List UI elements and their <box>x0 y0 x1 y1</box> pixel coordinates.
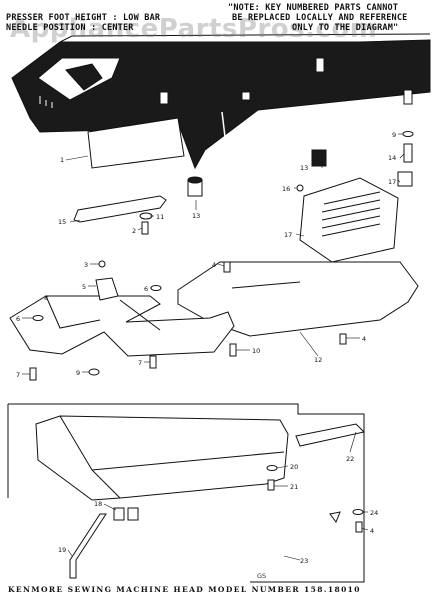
part-screw-16 <box>296 184 304 192</box>
callout-4: 4 <box>370 527 374 535</box>
part-case <box>35 415 289 501</box>
key-note-line2: BE REPLACED LOCALLY AND REFERENCE <box>232 13 408 23</box>
callout-13: 13 <box>192 212 200 220</box>
callout-3: 3 <box>84 261 88 269</box>
callout-22: 22 <box>346 455 354 463</box>
callout-13: 13 <box>300 164 308 172</box>
key-note-line1: "NOTE: KEY NUMBERED PARTS CANNOT <box>228 3 399 13</box>
callout-9: 9 <box>392 131 396 139</box>
callout-9: 9 <box>76 369 80 377</box>
page-code: GS <box>257 572 267 580</box>
model-footer: KENMORE SEWING MACHINE HEAD MODEL NUMBER… <box>8 585 361 594</box>
callout-10: 10 <box>252 347 260 355</box>
callout-18: 18 <box>94 500 102 508</box>
callout-4: 4 <box>362 335 366 343</box>
callout-4: 4 <box>212 261 216 269</box>
bed-scale <box>39 96 53 108</box>
callout-17: 17 <box>284 231 292 239</box>
part-handle <box>295 423 366 447</box>
part-wrench <box>69 513 107 579</box>
body-stud <box>315 57 325 73</box>
part-washer-top <box>402 131 414 137</box>
callout-21: 21 <box>290 483 298 491</box>
callout-19: 19 <box>58 546 66 554</box>
callout-16: 16 <box>282 185 290 193</box>
callout-17: 17 <box>388 178 396 186</box>
presser-foot <box>65 63 103 91</box>
callout-1: 1 <box>60 156 64 164</box>
body-wire <box>221 111 239 146</box>
leader-lines <box>22 133 405 561</box>
part-base-plate <box>177 261 419 337</box>
watermark: AppliancePartsPros.com <box>10 14 378 44</box>
key-note-line3: ONLY TO THE DIAGRAM" <box>292 23 399 33</box>
callout-8: 8 <box>44 294 48 302</box>
callout-11: 11 <box>156 213 164 221</box>
callout-5: 5 <box>82 283 86 291</box>
part-screw-3 <box>98 260 106 268</box>
part-pin <box>403 143 413 163</box>
part-frame <box>9 295 235 357</box>
part-rod <box>73 195 167 223</box>
machine-bed <box>11 39 431 170</box>
callout-14: 14 <box>388 154 396 162</box>
part-bushing-upper <box>311 149 327 167</box>
body-hole <box>241 91 251 101</box>
bed-top-edge <box>59 33 431 43</box>
body-stud-2 <box>403 89 413 105</box>
callout-6: 6 <box>16 315 20 323</box>
lower-box <box>8 403 365 583</box>
callout-24: 24 <box>370 509 378 517</box>
presser-note-line1: PRESSER FOOT HEIGHT : LOW BAR <box>6 13 161 23</box>
callout-numbers: 1 2 3 4 4 4 5 6 6 7 7 8 9 9 10 11 12 13 … <box>16 131 396 565</box>
part-slide-plate <box>87 117 185 169</box>
presser-note-line2: NEEDLE POSITION : CENTER <box>6 23 134 33</box>
callout-15: 15 <box>58 218 66 226</box>
callout-23: 23 <box>300 557 308 565</box>
callout-7: 7 <box>16 371 20 379</box>
part-clip <box>95 277 119 301</box>
part-bracket <box>299 177 399 263</box>
callout-20: 20 <box>290 463 298 471</box>
callout-6: 6 <box>144 285 148 293</box>
part-bushing-right <box>397 171 413 187</box>
callout-7: 7 <box>138 359 142 367</box>
callout-2: 2 <box>132 227 136 235</box>
body-slot <box>159 91 169 105</box>
callout-12: 12 <box>314 356 322 364</box>
